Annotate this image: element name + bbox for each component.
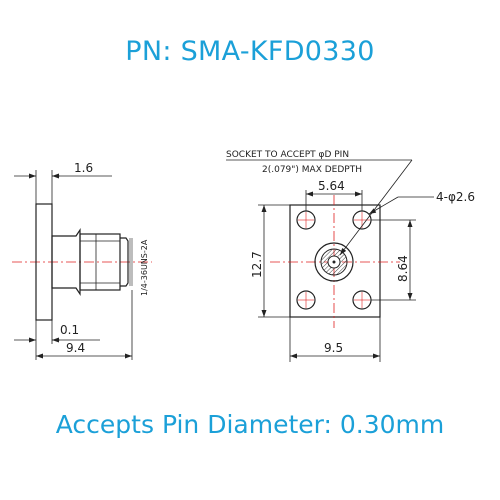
side-body xyxy=(51,228,81,296)
dim-hole-callout: 4-φ2.6 xyxy=(436,190,475,204)
dim-hole-spacing: 5.64 xyxy=(318,179,345,193)
side-thread xyxy=(79,233,121,291)
dim-offset: 0.1 xyxy=(60,323,79,337)
side-view: 1.6 1/4-36UNS-2A 0.1 9.4 xyxy=(12,161,152,360)
accepts-pin-diameter: Accepts Pin Diameter: 0.30mm xyxy=(55,410,445,439)
socket-note-line2: 2(.079") MAX DEDPTH xyxy=(262,165,362,175)
socket-note-line1: SOCKET TO ACCEPT φD PIN xyxy=(226,150,349,160)
dim-vertical-spacing: 8.64 xyxy=(396,255,410,282)
front-flange xyxy=(289,204,381,318)
dim-width: 9.5 xyxy=(324,341,343,355)
dim-flange-thickness: 1.6 xyxy=(74,161,93,175)
dim-height: 12.7 xyxy=(250,251,264,278)
mounting-hole xyxy=(296,290,316,310)
front-view: SOCKET TO ACCEPT φD PIN 2(.079") MAX DED… xyxy=(226,150,475,362)
dim-thread-spec: 1/4-36UNS-2A xyxy=(140,239,149,296)
dim-overall-length: 9.4 xyxy=(66,341,85,355)
part-number-title: PN: SMA-KFD0330 xyxy=(125,36,375,67)
center-contact xyxy=(314,242,354,282)
